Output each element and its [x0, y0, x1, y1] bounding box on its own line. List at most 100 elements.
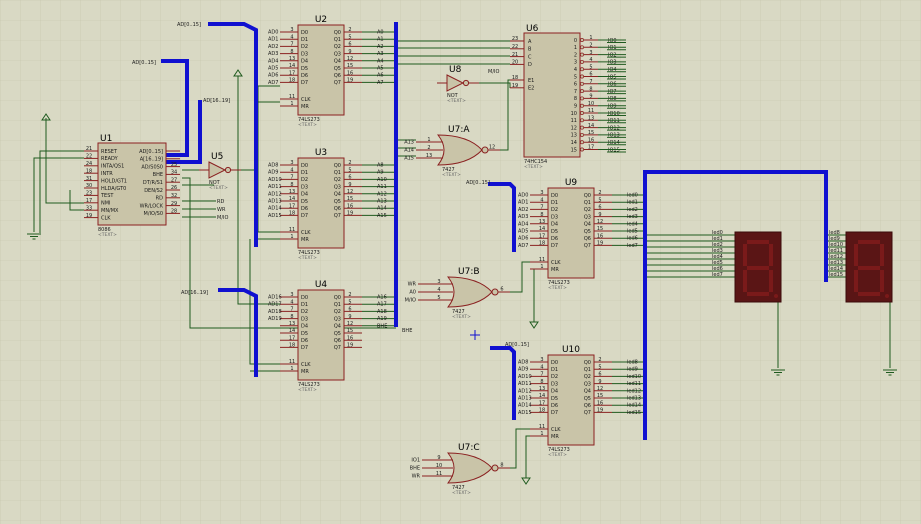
- input-net-label: AD3: [518, 214, 528, 220]
- u7b-ref-label: U7:B: [458, 267, 480, 277]
- pin-name: D2: [301, 309, 308, 315]
- pin-number: 17: [289, 70, 295, 76]
- output-net-label: led12: [627, 388, 641, 394]
- u2-text-label: <TEXT>: [298, 122, 317, 128]
- power-symbol: [41, 113, 51, 121]
- pin-name: Q0: [334, 30, 341, 36]
- pin-name: D7: [551, 243, 558, 249]
- pin-name: Q4: [334, 59, 341, 65]
- pin-name: A: [528, 39, 532, 45]
- pin-name: D1: [301, 37, 308, 43]
- u2-type-label: 74LS273: [298, 117, 320, 123]
- display-segment: [769, 270, 773, 292]
- ad-bus-main: [161, 59, 189, 157]
- display1-net-label: led0: [712, 230, 723, 236]
- mnmx-wire: [45, 118, 84, 204]
- pin-name: 11: [571, 118, 577, 124]
- output-net-label: led0: [627, 193, 638, 199]
- pin-number: 6: [348, 175, 351, 181]
- u9-text-label: <TEXT>: [548, 285, 567, 291]
- pin-number: 8: [540, 379, 543, 385]
- pin-number: 8: [500, 463, 503, 469]
- pin-number: 9: [348, 314, 351, 320]
- display2-net-label: led12: [829, 254, 843, 260]
- pin-name: Q6: [584, 236, 591, 242]
- led-bus-u9: [643, 170, 828, 282]
- pin-name: WR/LOCK: [140, 203, 164, 209]
- u10-ad-bus: [490, 346, 516, 420]
- pin-name: 12: [571, 125, 577, 131]
- display-dp: [885, 294, 889, 298]
- active-low-bubble: [580, 103, 584, 108]
- pin-name: CLK: [301, 97, 311, 103]
- bus-label-ad16-19: AD[16..19]: [181, 290, 208, 296]
- gate-input-label: A13: [404, 140, 414, 146]
- u4-ad-bus: [218, 288, 258, 377]
- pin-number: 3: [290, 27, 293, 33]
- pin-number: 7: [290, 175, 293, 181]
- clk-wire: [69, 190, 84, 211]
- u10-type-label: 74LS273: [548, 447, 570, 453]
- u4-text-label: <TEXT>: [298, 387, 317, 393]
- u1-8086-cpu[interactable]: U1RESET21READY22INTA/QS124INTR18HOLD/GT1…: [84, 134, 180, 238]
- pin-name: 13: [571, 133, 577, 139]
- display2-net-label: led9: [829, 236, 840, 242]
- bus-label-ad: AD[0..15]: [132, 60, 156, 66]
- pin-number: 7: [290, 42, 293, 48]
- pin-name: MR: [301, 369, 309, 375]
- pin-number: 14: [588, 123, 594, 129]
- u10-ref-label: U10: [562, 345, 580, 355]
- output-net-label: IO7: [608, 89, 617, 95]
- pin-number: 2: [598, 190, 601, 196]
- mio-net-label: M/IO: [217, 215, 228, 221]
- pin-name: Q2: [334, 44, 341, 50]
- pin-name: D1: [301, 170, 308, 176]
- u7a-ref-label: U7:A: [448, 125, 470, 135]
- u8-ref-label: U8: [449, 65, 462, 75]
- parts-layer: U1RESET21READY22INTA/QS124INTR18HOLD/GT1…: [84, 15, 893, 496]
- u7a-out-wire: [500, 79, 510, 151]
- display1-net-label: led1: [712, 236, 723, 242]
- output-net-label: led6: [627, 236, 638, 242]
- display2-net-label: led10: [829, 242, 843, 248]
- bus-layer: [161, 22, 828, 440]
- pin-name: D3: [301, 184, 308, 190]
- pin-name: Q0: [334, 295, 341, 301]
- pin-number: 21: [86, 146, 92, 152]
- pin-name: Q6: [334, 73, 341, 79]
- pin-number: 13: [289, 321, 295, 327]
- pin-number: 19: [347, 343, 353, 349]
- pin-number: 25: [171, 162, 177, 168]
- pin-name: Q6: [584, 403, 591, 409]
- output-net-label: led14: [627, 403, 641, 409]
- pin-number: 3: [589, 50, 592, 56]
- pin-name: D5: [301, 199, 308, 205]
- pin-number: 1: [540, 264, 543, 270]
- input-net-label: AD10: [518, 374, 532, 380]
- u1-body: [97, 142, 167, 226]
- pin-name: RD: [156, 196, 163, 202]
- pin-name: Q2: [334, 177, 341, 183]
- pin-name: D6: [551, 403, 558, 409]
- pin-name: Q5: [334, 331, 341, 337]
- output-net-label: BHE: [377, 323, 387, 329]
- output-net-label: led10: [627, 374, 641, 380]
- pin-name: Q3: [584, 214, 591, 220]
- pin-name: D0: [551, 193, 558, 199]
- pin-name: D5: [301, 66, 308, 72]
- seven-segment-display-1: [734, 231, 782, 303]
- pin-name: D4: [301, 59, 308, 65]
- u3-text-label: <TEXT>: [298, 255, 317, 261]
